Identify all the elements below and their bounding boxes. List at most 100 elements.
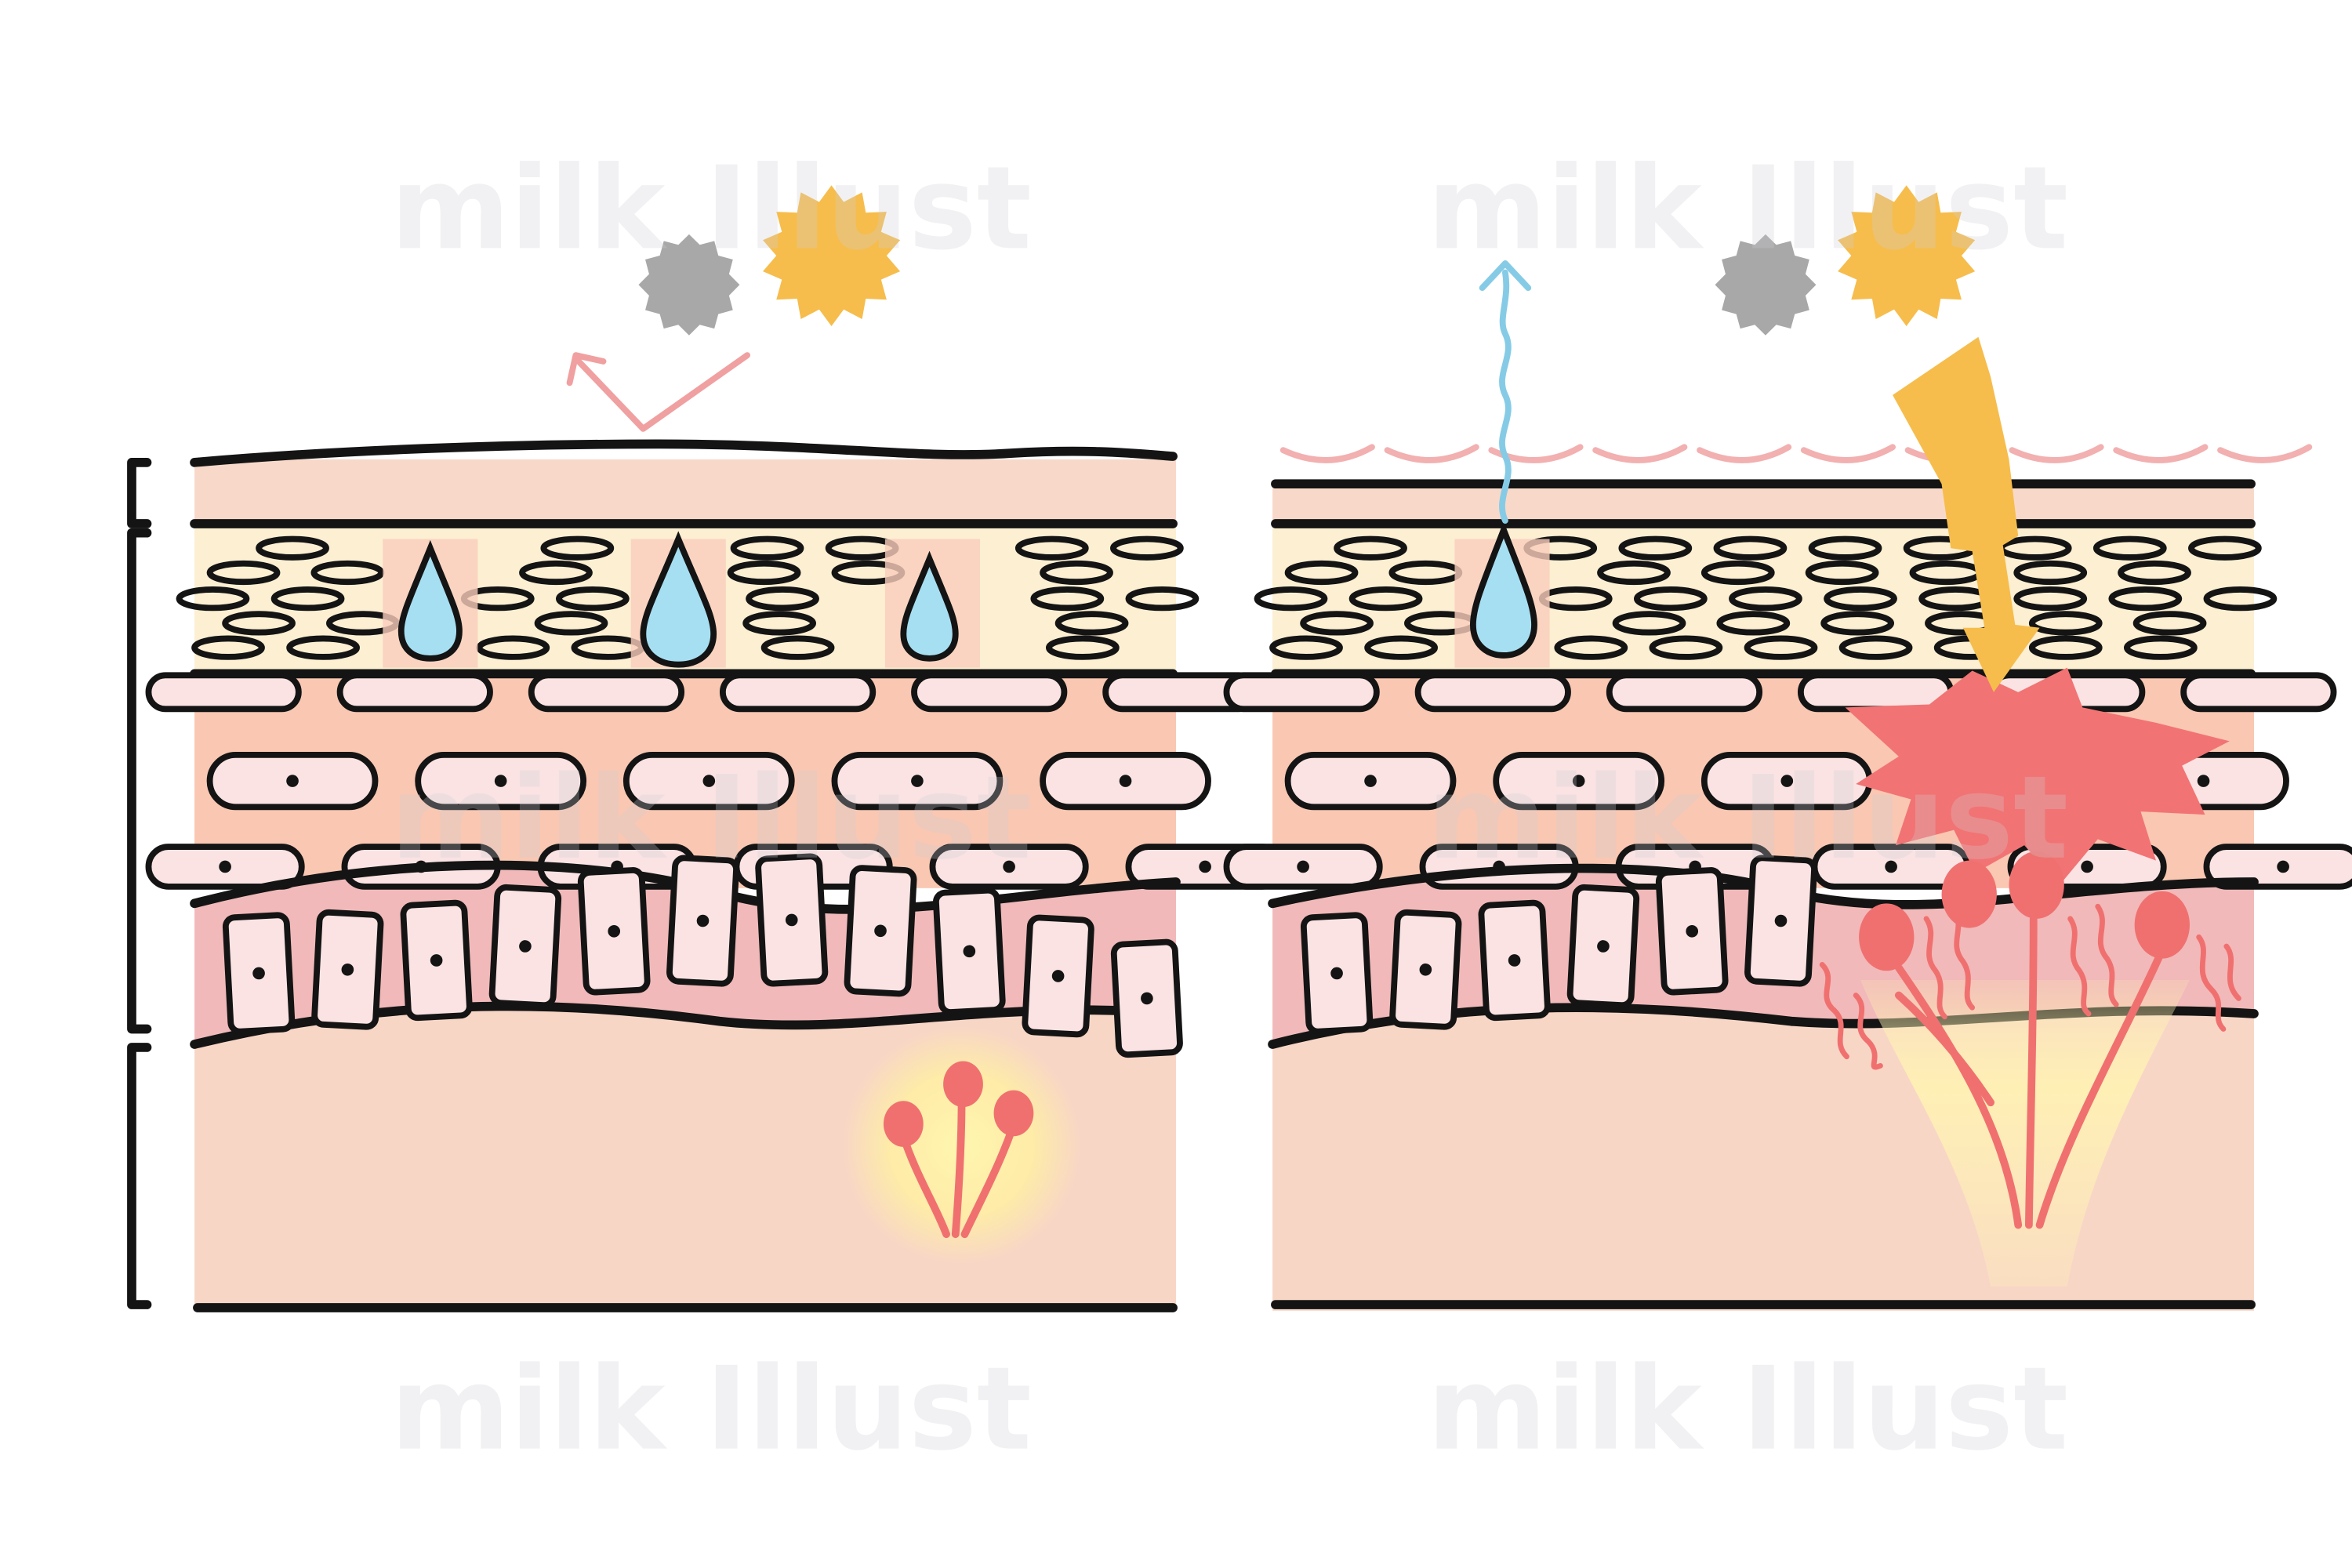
- barrier-scale: [1697, 444, 1792, 463]
- cell-nucleus-icon: [252, 967, 265, 980]
- cell-nucleus-icon: [1885, 860, 1897, 873]
- layer-bracket: [127, 457, 152, 1309]
- corneum-cell: [191, 635, 265, 660]
- corneum-cell: [1054, 611, 1129, 636]
- corneum-cell: [2188, 535, 2262, 561]
- basal-cell: [933, 887, 1006, 1015]
- cell-nucleus-icon: [341, 963, 354, 976]
- corneum-cell: [2013, 560, 2088, 586]
- cell-nucleus-icon: [2277, 860, 2289, 873]
- corneum-cell: [1808, 535, 1882, 561]
- corneum-cell: [2028, 635, 2103, 660]
- basal-cell: [1022, 914, 1094, 1038]
- basal-cell: [488, 884, 562, 1009]
- corneum-cell: [310, 560, 385, 586]
- cell-nucleus-icon: [519, 940, 532, 953]
- watermark: milk Illust: [1427, 751, 2068, 885]
- corneum-cell: [1838, 635, 1913, 660]
- cell-nucleus-icon: [1051, 970, 1065, 982]
- basal-cell: [577, 867, 651, 996]
- corneum-cell: [1824, 586, 1897, 612]
- granular-cell: [1797, 672, 1955, 713]
- corneum-cell: [2108, 586, 2183, 612]
- corneum-cell: [534, 611, 608, 636]
- granular-cell: [2180, 672, 2337, 713]
- corneum-cell: [1334, 535, 1407, 561]
- corneum-cell: [1649, 635, 1723, 660]
- corneum-cell: [727, 560, 801, 586]
- corneum-cell: [476, 635, 550, 660]
- corneum-cell: [2028, 611, 2103, 636]
- damaged-skin-panel: [1223, 260, 2352, 1311]
- watermark: milk Illust: [390, 751, 1032, 885]
- corneum-cell: [222, 611, 296, 636]
- cell-nucleus-icon: [1572, 775, 1585, 787]
- basal-cell: [1110, 938, 1183, 1058]
- corneum-cell: [1716, 611, 1791, 636]
- watermark: milk Illust: [390, 1342, 1032, 1476]
- skin-surface-layer: [194, 459, 1176, 524]
- cell-nucleus-icon: [911, 775, 924, 787]
- barrier-scale: [2217, 444, 2313, 463]
- basal-cells: [1300, 855, 1817, 1035]
- cell-nucleus-icon: [1780, 775, 1794, 787]
- granular-cell: [1414, 672, 1571, 713]
- cell-nucleus-icon: [702, 775, 716, 787]
- pollution-particle-icon: [638, 234, 740, 336]
- basal-cell: [844, 865, 917, 997]
- basal-cell: [1300, 912, 1374, 1035]
- corneum-cell: [286, 635, 360, 660]
- corneum-cell: [1014, 535, 1089, 561]
- corneum-cell: [1597, 560, 1671, 586]
- corneum-cell: [1348, 586, 1423, 612]
- basal-cell: [1478, 899, 1551, 1022]
- cell-nucleus-icon: [286, 775, 299, 787]
- basal-cell: [755, 853, 829, 987]
- basal-cell: [1655, 867, 1729, 996]
- cell-nucleus-icon: [1199, 860, 1211, 873]
- barrier-scale: [1592, 444, 1688, 463]
- granular-cell: [1606, 672, 1763, 713]
- corneum-cell: [1364, 635, 1438, 660]
- corneum-cell: [1045, 635, 1120, 660]
- granular-cell: [336, 672, 493, 713]
- corneum-cell: [1125, 586, 1200, 612]
- corneum-cell: [1030, 586, 1105, 612]
- water-drop-icon: [397, 539, 463, 662]
- basal-cell: [311, 909, 384, 1030]
- cell-nucleus-icon: [1597, 940, 1610, 953]
- corneum-cell: [206, 560, 281, 586]
- nerve-terminal: [883, 1061, 1034, 1147]
- basal-cell: [400, 899, 473, 1022]
- cell-nucleus-icon: [1419, 963, 1432, 976]
- corneum-cell: [742, 611, 817, 636]
- cell-nucleus-icon: [430, 954, 443, 967]
- sun-icon: [763, 185, 901, 327]
- corneum-cell: [730, 535, 804, 561]
- damaged-barrier-scales: [1279, 444, 2313, 463]
- corneum-cell: [1729, 586, 1802, 612]
- irritation-squiggles: [1819, 903, 2241, 1070]
- corneum-cell: [555, 586, 630, 612]
- skin-surface-line: [190, 439, 1178, 467]
- corneum-cell: [176, 586, 250, 612]
- cell-nucleus-icon: [2081, 860, 2093, 873]
- nerve-ending-icon: [1894, 914, 2163, 1229]
- granular-cell: [719, 672, 877, 713]
- cell-nucleus-icon: [219, 860, 231, 873]
- granular-cell: [145, 672, 302, 713]
- corneum-cell: [2092, 535, 2167, 561]
- corneum-cell: [1300, 611, 1374, 636]
- corneum-cell: [1700, 560, 1775, 586]
- cell-nucleus-icon: [1330, 967, 1343, 980]
- watermark: milk Illust: [1427, 141, 2068, 275]
- sun-icon: [1838, 185, 1976, 327]
- cell-nucleus-icon: [874, 924, 887, 938]
- corneum-cell: [2123, 635, 2198, 660]
- corneum-cell: [519, 560, 593, 586]
- cell-nucleus-icon: [1774, 914, 1788, 927]
- basal-cell: [222, 912, 296, 1035]
- cell-nucleus-icon: [1508, 954, 1521, 967]
- watermark: milk Illust: [390, 141, 1032, 275]
- corneum-cell: [1618, 535, 1693, 561]
